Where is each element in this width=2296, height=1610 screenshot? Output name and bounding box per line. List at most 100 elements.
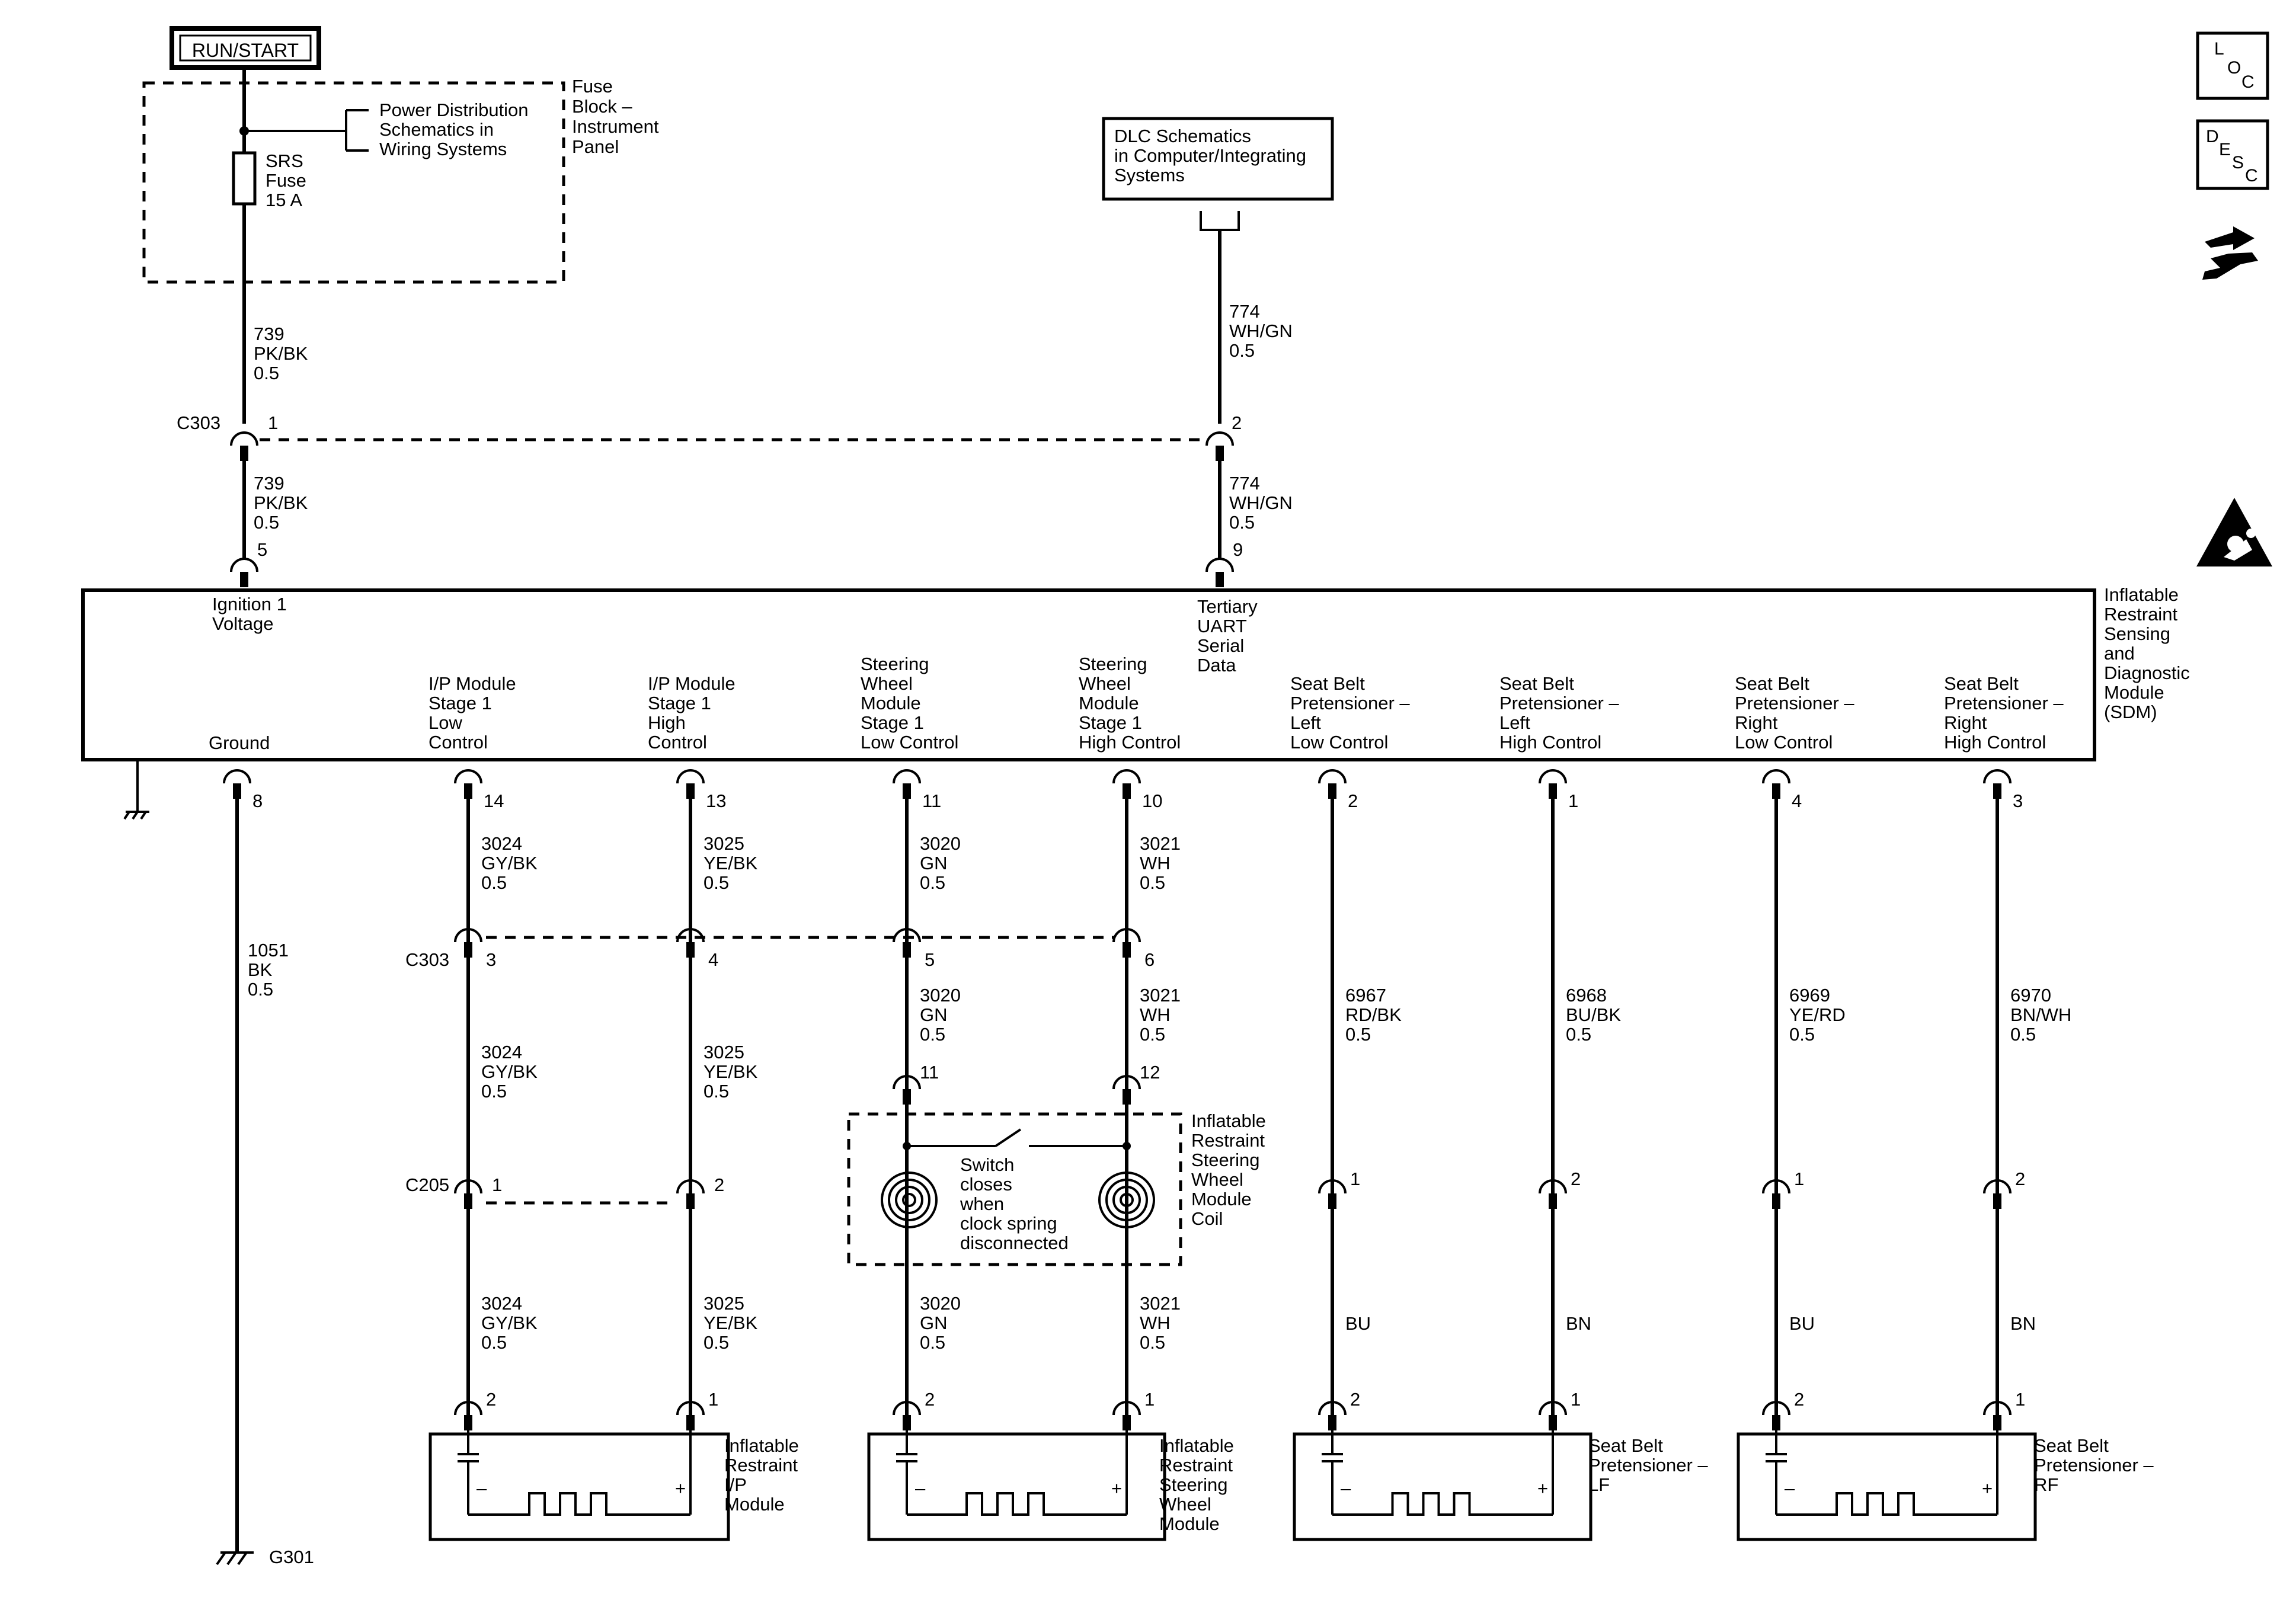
ip-module-minus: – xyxy=(477,1478,487,1499)
svg-text:Stage 1: Stage 1 xyxy=(1079,712,1142,733)
svg-text:Module: Module xyxy=(861,693,921,713)
lf-pretensioner-label: Seat Belt Pretensioner – LF xyxy=(1588,1435,1708,1495)
component-pin-0-cup xyxy=(454,1401,482,1416)
pin-label-sdm-ground: 8 xyxy=(252,790,263,811)
component-pin-4-pin xyxy=(1328,1415,1336,1430)
svg-text:774: 774 xyxy=(1229,473,1260,494)
pin-label-sb-inline-6: 1 xyxy=(1794,1169,1804,1189)
wire-ip-low-label-1-2: 0.5 xyxy=(703,1332,729,1353)
coil-pin-3-cup xyxy=(1112,1075,1141,1090)
sb-inline-pin-7-cup xyxy=(1983,1179,2012,1194)
wire-774-lower-label: 774 WH/GN 0.5 xyxy=(1229,473,1293,533)
svg-text:0.5: 0.5 xyxy=(1229,512,1255,533)
pin-label-sdm-8: 3 xyxy=(2013,790,2023,811)
svg-text:Seat Belt: Seat Belt xyxy=(1290,673,1365,694)
c303-lower-pin-3-cup xyxy=(1112,928,1141,943)
wire-ip-mid-label-1-2: 0.5 xyxy=(703,1081,729,1102)
wire-sb-upper-label-5-1: BU/BK xyxy=(1566,1004,1621,1025)
ip-module-box xyxy=(428,1432,730,1541)
sdm-terminal-7-cup xyxy=(1762,769,1790,784)
wire-sw-low-label-3-1: WH xyxy=(1140,1313,1171,1333)
sdm-pin-ignition: 5 xyxy=(230,539,267,587)
wire-ip-mid-label-0-1: GY/BK xyxy=(481,1061,538,1082)
wire-ip-low-label-1-1: YE/BK xyxy=(703,1313,758,1333)
ip-module-plus: + xyxy=(675,1478,686,1499)
pin-label-bottom-3: 1 xyxy=(1144,1389,1155,1410)
wire-ip-mid-label-1-0: 3025 xyxy=(703,1042,744,1062)
svg-text:Module: Module xyxy=(1191,1189,1252,1209)
wire-sw-mid-label-3-1: WH xyxy=(1140,1004,1171,1025)
sdm-ignition-label-2: Voltage xyxy=(212,613,273,634)
pin-label-bottom-0: 2 xyxy=(486,1389,496,1410)
svg-text:Stage 1: Stage 1 xyxy=(648,693,711,713)
c303-lower-pin-0-pin xyxy=(464,942,472,958)
component-pin-1-cup xyxy=(676,1401,705,1416)
rf-pretensioner-box xyxy=(1737,1432,2037,1541)
svg-text:0.5: 0.5 xyxy=(1229,340,1255,361)
case-ground-symbol xyxy=(123,760,149,820)
wire-sb-upper-label-4-1: RD/BK xyxy=(1345,1004,1402,1025)
wire-sw-mid-label-3-2: 0.5 xyxy=(1140,1024,1165,1045)
svg-text:C: C xyxy=(2245,166,2258,185)
location-icon[interactable]: L O C xyxy=(2196,31,2269,100)
fuse-block-label-1: Fuse xyxy=(572,76,613,97)
wire-sb-upper-label-6-2: 0.5 xyxy=(1789,1024,1815,1045)
svg-text:Stage 1: Stage 1 xyxy=(861,712,924,733)
sdm-module: Ignition 1 Voltage Tertiary UART Serial … xyxy=(81,588,2096,761)
dlc-box: DLC Schematics in Computer/Integrating S… xyxy=(1102,117,1334,424)
svg-text:High Control: High Control xyxy=(1944,732,2046,753)
wire-sb-color-5: BN xyxy=(1566,1313,1591,1334)
sdm-ground-terminal-cup xyxy=(223,769,251,784)
wire-sw-mid-label-3-0: 3021 xyxy=(1140,985,1181,1006)
wire-1051-label-0: 1051 xyxy=(248,940,289,961)
srs-fuse-symbol xyxy=(232,151,257,206)
sdm-ground-terminal-pin xyxy=(233,783,241,799)
rf-pretensioner-minus: – xyxy=(1785,1478,1795,1499)
svg-text:PK/BK: PK/BK xyxy=(254,492,308,513)
sdm-name-label: Inflatable Restraint Sensing and Diagnos… xyxy=(2104,584,2190,722)
svg-text:Wheel: Wheel xyxy=(861,673,913,694)
svg-text:High Control: High Control xyxy=(1079,732,1181,753)
pin-label-sdm-7: 4 xyxy=(1792,790,1802,811)
sdm-terminal-4-cup xyxy=(1112,769,1141,784)
pin-label-c205-1: 2 xyxy=(714,1174,724,1195)
c303-label-lower: C303 xyxy=(405,949,449,970)
component-pin-7-cup xyxy=(1983,1401,2012,1416)
ip-module-element xyxy=(468,1492,690,1516)
wire-sb-upper-label-6-0: 6969 xyxy=(1789,985,1830,1006)
power-distribution-ref-3: Wiring Systems xyxy=(379,139,507,159)
c303-label-upper: C303 xyxy=(177,412,220,433)
component-pin-4-cup xyxy=(1318,1401,1347,1416)
wire-upper-label-2-1: GN xyxy=(920,853,948,873)
coil-pin-2-pin xyxy=(903,1089,911,1105)
sdm-terminal-5-pin xyxy=(1328,783,1336,799)
connector-end-view-icon[interactable] xyxy=(2202,226,2258,280)
sb-inline-pin-6-cup xyxy=(1762,1179,1790,1194)
svg-text:Module: Module xyxy=(2104,682,2164,703)
power-source: RUN/START xyxy=(170,26,321,70)
svg-text:Steering: Steering xyxy=(1191,1150,1259,1170)
svg-text:RF: RF xyxy=(2034,1474,2058,1495)
svg-text:I/P Module: I/P Module xyxy=(648,673,736,694)
coil-pin-2-cup xyxy=(893,1075,921,1090)
dlc-label-3: Systems xyxy=(1114,165,1185,185)
wire-sb-upper-label-7-1: BN/WH xyxy=(2010,1004,2071,1025)
sdm-terminal-2-pin xyxy=(686,783,695,799)
component-pin-6-cup xyxy=(1762,1401,1790,1416)
sdm-uart-label-3: Serial xyxy=(1197,635,1244,656)
clock-spring-spiral-left xyxy=(881,1172,938,1228)
c205-pin-0-pin xyxy=(464,1193,472,1209)
svg-text:Diagnostic: Diagnostic xyxy=(2104,662,2190,683)
wire-sb-upper-label-6-1: YE/RD xyxy=(1789,1004,1846,1025)
wire-sw-mid-label-2-2: 0.5 xyxy=(920,1024,945,1045)
rf-pretensioner-element xyxy=(1776,1492,1997,1516)
pin-label-sdm-6: 1 xyxy=(1568,790,1578,811)
sdm-ignition-label-1: Ignition 1 xyxy=(212,594,287,614)
component-pin-3-pin xyxy=(1123,1415,1131,1430)
svg-text:I/P: I/P xyxy=(724,1474,747,1495)
pin-label-sb-inline-4: 1 xyxy=(1350,1169,1360,1189)
wire-sb-upper-label-5-0: 6968 xyxy=(1566,985,1607,1006)
description-icon[interactable]: D E S C xyxy=(2196,119,2269,190)
svg-text:739: 739 xyxy=(254,473,284,494)
